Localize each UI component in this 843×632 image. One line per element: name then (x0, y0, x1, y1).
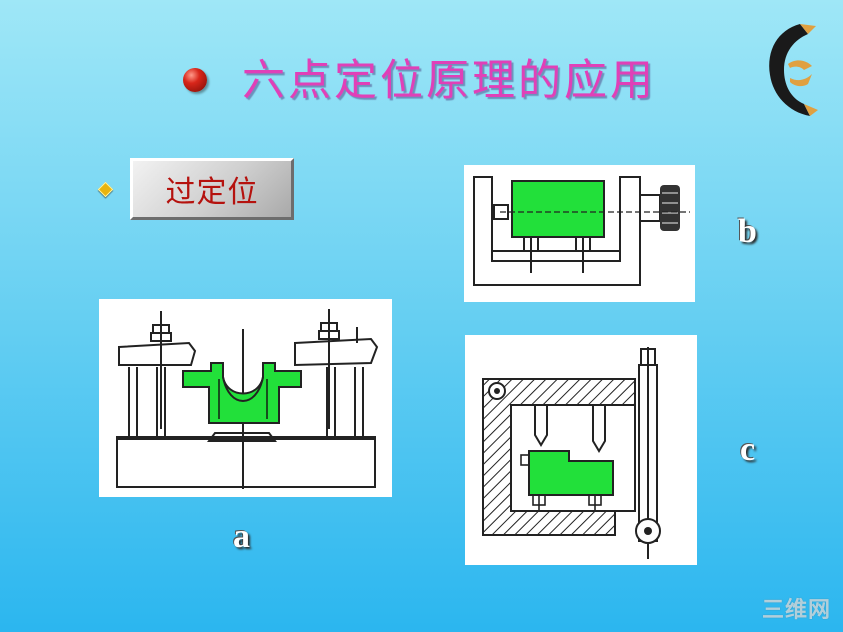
diamond-bullet-icon (97, 181, 114, 198)
page-title: 六点定位原理的应用 (242, 56, 656, 106)
fixture-label-b: b (738, 213, 757, 250)
fixture-b-diagram (473, 176, 690, 286)
curled-page-logo-icon (769, 24, 818, 116)
fixture-label-c: c (740, 431, 756, 468)
fixture-drawing-b (464, 165, 695, 302)
over-positioning-tag[interactable]: 过定位 (130, 158, 294, 220)
fixture-label-a: a (233, 518, 250, 555)
sphere-bullet-icon (183, 68, 207, 92)
fixture-c-diagram (482, 347, 661, 559)
tag-label: 过定位 (165, 175, 259, 210)
fixture-drawing-c (465, 335, 697, 565)
fixture-a-diagram (116, 309, 379, 489)
fixture-drawing-a (99, 299, 392, 497)
watermark-logo: 三维网 (761, 598, 831, 623)
